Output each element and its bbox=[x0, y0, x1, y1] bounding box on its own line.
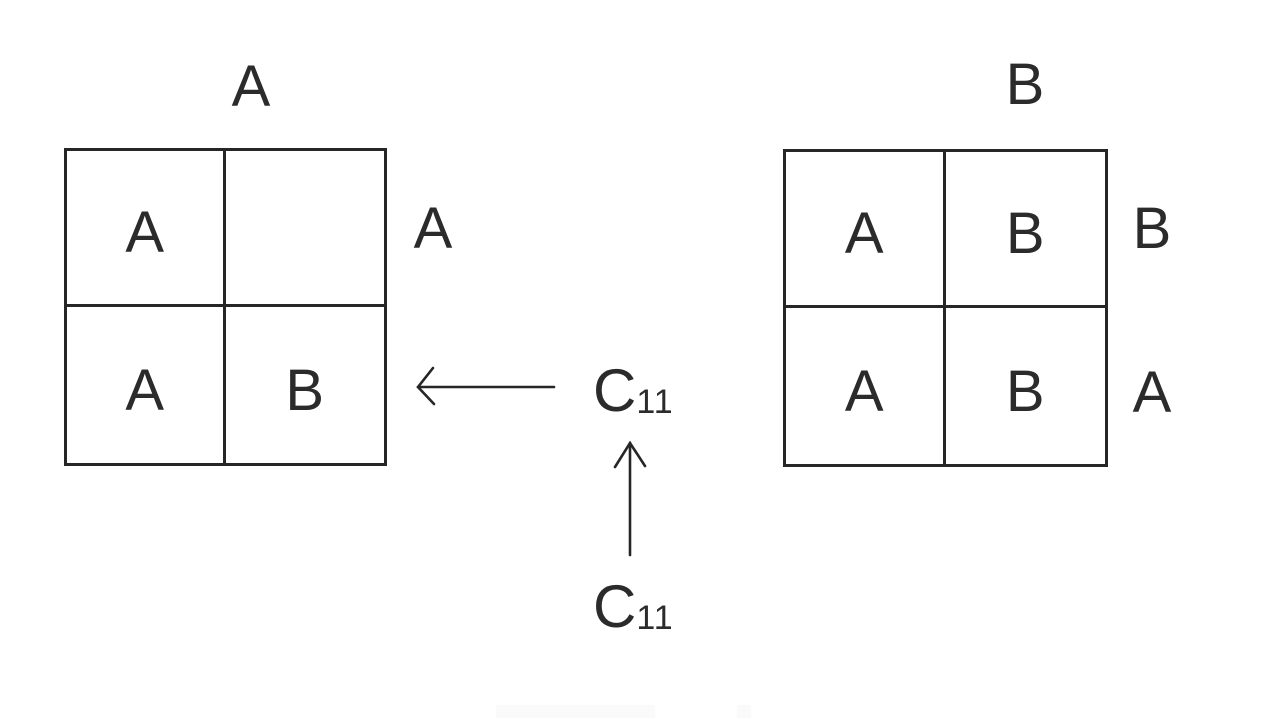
right-matrix-cell-bottom-left: A bbox=[786, 308, 946, 464]
right-matrix-side-label-top: B bbox=[1132, 196, 1172, 261]
c11-result-subscript: 11 bbox=[636, 383, 674, 421]
left-matrix-cell-top-right bbox=[225, 151, 384, 307]
right-matrix-side-label-bottom: A bbox=[1132, 360, 1172, 425]
bottom-faint-strip-right bbox=[737, 705, 751, 718]
c11-result-base: C bbox=[593, 357, 637, 424]
right-matrix-cell-top-right: B bbox=[945, 152, 1105, 308]
c11-source-label: C11 bbox=[593, 577, 674, 637]
right-matrix-cell-bottom-right: B bbox=[1005, 358, 1045, 424]
left-matrix-title: A bbox=[231, 54, 271, 119]
right-matrix: A B A B bbox=[783, 149, 1108, 467]
bottom-faint-strip-left bbox=[496, 705, 655, 718]
arrow-up-icon bbox=[613, 440, 647, 557]
left-matrix: A A B bbox=[64, 148, 387, 466]
left-matrix-cell-bottom-right: B bbox=[285, 357, 325, 423]
left-matrix-cell-top-left: A bbox=[67, 151, 226, 307]
right-matrix-title: B bbox=[1005, 52, 1045, 117]
c11-source-subscript: 11 bbox=[636, 599, 674, 637]
right-matrix-cell-top-left: A bbox=[786, 152, 946, 308]
left-matrix-cell-bottom-left: A bbox=[67, 307, 226, 463]
c11-result-label: C11 bbox=[593, 361, 674, 421]
arrow-left-icon bbox=[416, 366, 556, 406]
c11-source-base: C bbox=[593, 573, 637, 640]
left-matrix-side-label-top: A bbox=[413, 196, 453, 261]
